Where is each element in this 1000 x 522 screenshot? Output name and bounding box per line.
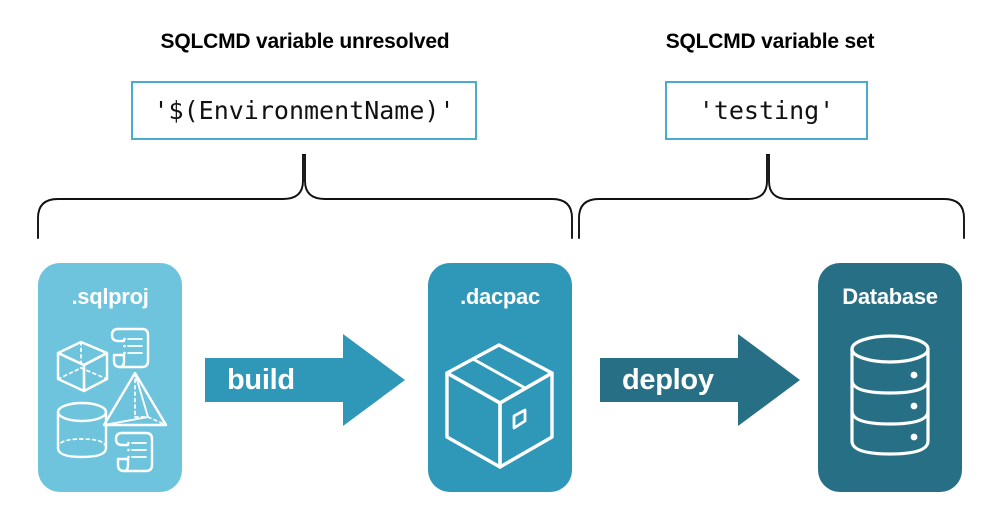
package-box-icon xyxy=(445,343,554,469)
database-cylinder-icon xyxy=(850,334,930,456)
stage-card-sqlproj: .sqlproj xyxy=(38,263,182,492)
heading-sqlcmd-variable-unresolved: SQLCMD variable unresolved xyxy=(160,30,450,53)
cylinder-icon xyxy=(56,401,108,459)
pyramid-icon xyxy=(102,371,168,427)
arrow-build-label: build xyxy=(227,363,295,396)
value-text-testing: 'testing' xyxy=(698,96,835,125)
brace-right xyxy=(578,154,965,239)
value-box-testing: 'testing' xyxy=(665,81,868,140)
sqlproj-artwork xyxy=(38,315,182,492)
arrow-build: build xyxy=(205,332,405,428)
stage-card-dacpac: .dacpac xyxy=(428,263,572,492)
arrow-deploy-label: deploy xyxy=(622,363,714,396)
database-artwork xyxy=(818,315,962,492)
arrow-deploy: deploy xyxy=(600,332,800,428)
value-text-environment-name: '$(EnvironmentName)' xyxy=(153,96,455,125)
stage-label-sqlproj: .sqlproj xyxy=(71,284,149,309)
value-box-environment-name: '$(EnvironmentName)' xyxy=(131,81,477,140)
dacpac-artwork xyxy=(428,315,572,492)
arrow-build-shape xyxy=(205,334,405,426)
arrow-deploy-shape xyxy=(600,334,800,426)
stage-label-database: Database xyxy=(842,284,938,309)
stage-label-dacpac: .dacpac xyxy=(460,284,540,309)
heading-sqlcmd-variable-set: SQLCMD variable set xyxy=(665,30,875,53)
script-scroll-icon xyxy=(110,327,150,369)
script-scroll-icon xyxy=(114,431,154,473)
brace-left xyxy=(37,154,573,239)
stage-card-database: Database xyxy=(818,263,962,492)
cube-icon xyxy=(56,340,109,393)
